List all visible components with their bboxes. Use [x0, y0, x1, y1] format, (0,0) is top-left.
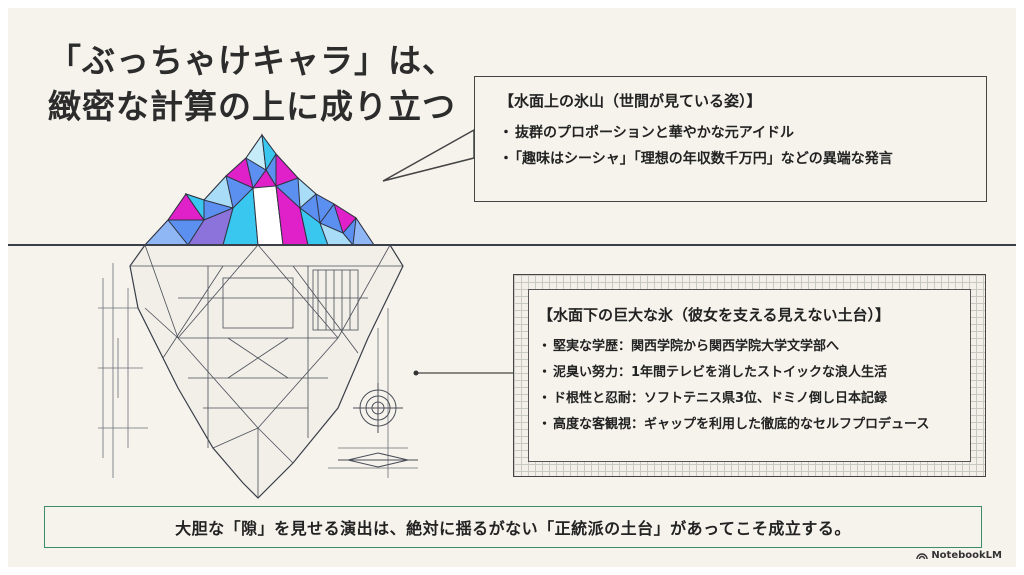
diamond-detail [338, 452, 418, 468]
list-item: 「趣味はシーシャ」「理想の年収数千万円」などの異端な発言 [499, 146, 986, 172]
below-water-callout: 【水面下の巨大な氷（彼女を支える見えない土台）】 堅実な学歴：関西学院から関西学… [513, 274, 986, 477]
brand-watermark: NotebookLM [916, 550, 1002, 561]
list-item: ド根性と忍耐：ソフトテニス県3位、ドミノ倒し日本記録 [538, 386, 985, 412]
list-item: 高度な客観視：ギャップを利用した徹底的なセルフプロデュース [538, 412, 985, 438]
spiral-detail [353, 383, 403, 433]
notebooklm-logo-icon [916, 553, 929, 560]
page-title: 「ぶっちゃけキャラ」は、 緻密な計算の上に成り立つ [48, 38, 456, 130]
above-water-heading: 【水面上の氷山（世間が見ている姿）】 [499, 92, 762, 110]
above-water-list: 抜群のプロポーションと華やかな元アイドル 「趣味はシーシャ」「理想の年収数千万円… [499, 120, 986, 172]
conclusion-banner: 大胆な「隙」を見せる演出は、絶対に揺るがない「正統派の土台」があってこそ成立する… [44, 506, 982, 548]
slide: 「ぶっちゃけキャラ」は、 緻密な計算の上に成り立つ [8, 8, 1016, 567]
title-line-2: 緻密な計算の上に成り立つ [48, 87, 456, 126]
above-callout-pointer [382, 128, 475, 182]
below-water-heading: 【水面下の巨大な氷（彼女を支える見えない土台）】 [538, 306, 891, 324]
title-line-1: 「ぶっちゃけキャラ」は、 [48, 41, 456, 80]
brand-label: NotebookLM [931, 550, 1002, 561]
list-item: 泥臭い努力：1年間テレビを消したストイックな浪人生活 [538, 360, 985, 386]
waterline [8, 244, 1016, 246]
below-connector [413, 370, 513, 376]
list-item: 抜群のプロポーションと華やかな元アイドル [499, 120, 986, 146]
iceberg-illustration [98, 128, 513, 499]
list-item: 堅実な学歴：関西学院から関西学院大学文学部へ [538, 334, 985, 360]
above-water-callout: 【水面上の氷山（世間が見ている姿）】 抜群のプロポーションと華やかな元アイドル … [474, 76, 987, 202]
below-water-list: 堅実な学歴：関西学院から関西学院大学文学部へ 泥臭い努力：1年間テレビを消したス… [538, 334, 985, 438]
iceberg-above-water [143, 133, 375, 246]
iceberg-underwater-facets [130, 244, 403, 498]
